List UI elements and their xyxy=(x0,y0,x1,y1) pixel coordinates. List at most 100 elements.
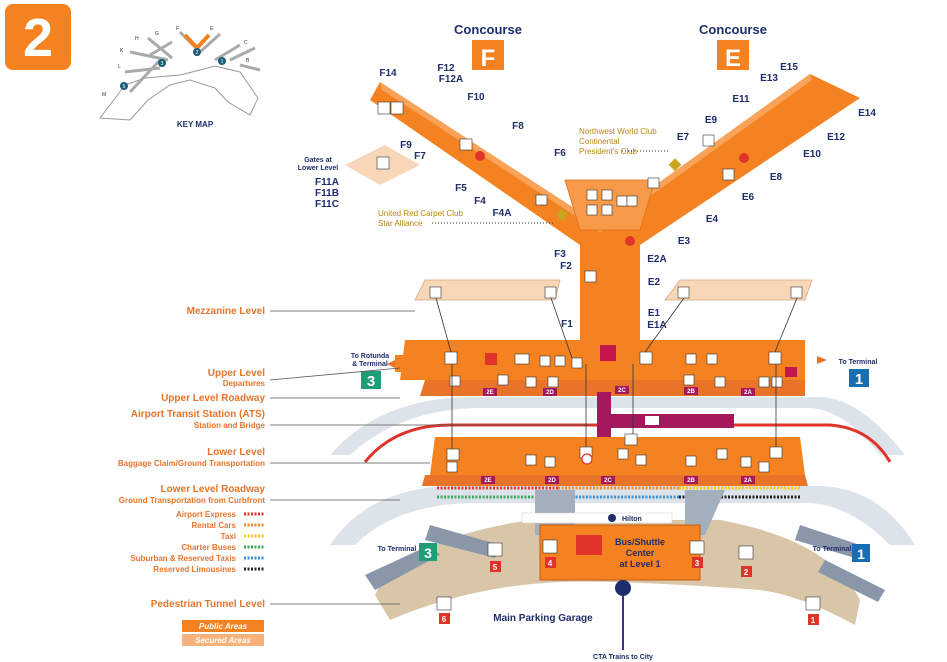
level-upper-sub: Departures xyxy=(223,379,266,388)
gate-label[interactable]: F5 xyxy=(455,183,467,194)
gate-label[interactable]: E12 xyxy=(827,132,845,143)
gate-label[interactable]: F1 xyxy=(561,319,573,330)
gates-e: E15 E13 E14 E11 E12 E9 E10 E7 E8 E6 E4 E… xyxy=(647,62,876,331)
key-map-number: 2 xyxy=(196,50,199,56)
gate-label[interactable]: E9 xyxy=(705,115,718,126)
gate-label[interactable]: E14 xyxy=(858,108,876,119)
upper-level[interactable]: 2E 2D 2C 2B 2A xyxy=(395,340,805,396)
gate-label[interactable]: F7 xyxy=(414,151,426,162)
elevator-icon xyxy=(390,101,404,115)
secured-area-label: Secured Areas xyxy=(195,636,251,645)
key-map-letter: K xyxy=(120,48,124,54)
telephone-icon xyxy=(535,194,548,206)
gate-label[interactable]: E4 xyxy=(706,214,719,225)
mezzanine-level[interactable] xyxy=(414,279,813,301)
gate-label[interactable]: F6 xyxy=(554,148,566,159)
area-legend: Public Areas Secured Areas xyxy=(182,620,264,646)
upper-directions: To Rotunda & Terminal 3 To Terminal 1 xyxy=(351,353,878,390)
hilton-logo-icon xyxy=(608,514,616,522)
gate-label[interactable]: E3 xyxy=(678,236,691,247)
bus-shuttle-subtitle: Center xyxy=(626,548,655,558)
key-map-letter: L xyxy=(118,64,121,70)
gate-label[interactable]: F9 xyxy=(400,140,412,151)
pedestrian-tunnel-level[interactable]: Bus/Shuttle Center at Level 1 Hilton Mai… xyxy=(365,490,885,661)
gate-label[interactable]: E1 xyxy=(648,308,661,319)
door-label: 2C xyxy=(604,478,612,484)
gate-label[interactable]: F3 xyxy=(554,249,566,260)
gate-label: F11B xyxy=(315,188,339,199)
gate-label[interactable]: F12A xyxy=(439,74,463,85)
door-label: 2D xyxy=(548,478,556,484)
gate-label: F11A xyxy=(315,177,339,188)
gate-label[interactable]: F12 xyxy=(437,63,455,74)
club-presidents: President's Club xyxy=(579,147,638,156)
gate-label[interactable]: F2 xyxy=(560,261,572,272)
level-lower-roadway-sub: Ground Transportation from Curbfront xyxy=(119,496,266,505)
gate-label[interactable]: F14 xyxy=(379,68,397,79)
elevator-number: 5 xyxy=(493,563,498,572)
elevator-icon xyxy=(616,195,628,207)
door-label: 2A xyxy=(744,390,752,396)
key-map-letter: B xyxy=(246,58,250,64)
gate-label[interactable]: E1A xyxy=(647,320,666,331)
level-labels: Mezzanine Level Upper Level Departures U… xyxy=(118,306,590,610)
terminal-badge-number: 3 xyxy=(367,373,375,390)
gate-label[interactable]: E7 xyxy=(677,132,690,143)
gate-label[interactable]: F8 xyxy=(512,121,524,132)
terminal-3-badge[interactable] xyxy=(419,543,437,561)
terminal-badge-number: 1 xyxy=(855,371,863,388)
escalator-icon xyxy=(586,189,598,201)
transport-legend-label: Rental Cars xyxy=(192,521,237,530)
terminal-3-badge[interactable] xyxy=(361,371,381,389)
club-star-alliance: Star Alliance xyxy=(378,219,423,228)
transport-legend-label: Reserved Limousines xyxy=(153,565,236,574)
gate-label[interactable]: E13 xyxy=(760,73,778,84)
gate-label[interactable]: F4 xyxy=(474,196,486,207)
gate-label[interactable]: E2A xyxy=(647,254,666,265)
terminal-number: 2 xyxy=(23,8,53,68)
gate-label[interactable]: E8 xyxy=(770,172,783,183)
lower-level[interactable]: 2E 2D 2C 2B 2A xyxy=(422,433,808,486)
elevator-icon xyxy=(377,101,391,115)
gate-label[interactable]: F10 xyxy=(467,92,485,103)
elevator-number: 3 xyxy=(695,559,700,568)
concourse-e-header: Concourse E xyxy=(699,22,767,72)
key-map-number: 1 xyxy=(221,59,224,65)
key-map-number: 5 xyxy=(123,84,126,90)
gate-label[interactable]: E2 xyxy=(648,277,661,288)
door-label: 2C xyxy=(618,388,626,394)
concourse-label: Concourse xyxy=(454,22,522,37)
key-map[interactable]: 2 3 1 5 F E H G K L C B M KEY MAP xyxy=(99,26,261,129)
club-united: United Red Carpet Club xyxy=(378,209,463,218)
gate-label[interactable]: E11 xyxy=(732,94,750,105)
escalator-icon xyxy=(601,189,613,201)
terminal-1-badge[interactable] xyxy=(852,544,870,562)
gate-label[interactable]: E10 xyxy=(803,149,821,160)
terminal-badge-number: 3 xyxy=(424,545,432,561)
to-terminal-right-label: To Terminal xyxy=(813,546,852,553)
key-map-letter: C xyxy=(244,40,248,46)
restaurant-icon xyxy=(739,153,749,163)
elevator-connectors xyxy=(435,297,798,449)
elevator-number: 4 xyxy=(548,559,553,568)
door-label: 2D xyxy=(546,390,554,396)
level-ats: Airport Transit Station (ATS) xyxy=(131,409,265,420)
club-continental: Continental xyxy=(579,137,620,146)
lower-roadway[interactable] xyxy=(330,485,915,545)
door-label: 2E xyxy=(486,390,493,396)
gate-label[interactable]: F4A xyxy=(493,208,512,219)
ats-bridge[interactable] xyxy=(597,392,734,437)
bus-shuttle-level: at Level 1 xyxy=(619,559,660,569)
lower-level-gates: Gates at Lower Level F11A F11B F11C xyxy=(298,145,420,210)
elevator-icon xyxy=(722,168,735,181)
transport-lanes xyxy=(437,486,800,499)
terminal-badge-number: 1 xyxy=(857,546,865,562)
lower-gates-title-line1: Gates at xyxy=(304,157,332,164)
public-area-swatch xyxy=(182,620,264,632)
level-ats-sub: Station and Bridge xyxy=(194,421,266,430)
terminal-1-badge[interactable] xyxy=(849,369,869,387)
gate-label[interactable]: E15 xyxy=(780,62,798,73)
gate-label[interactable]: E6 xyxy=(742,192,755,203)
cta-label: CTA Trains to City xyxy=(593,654,653,661)
